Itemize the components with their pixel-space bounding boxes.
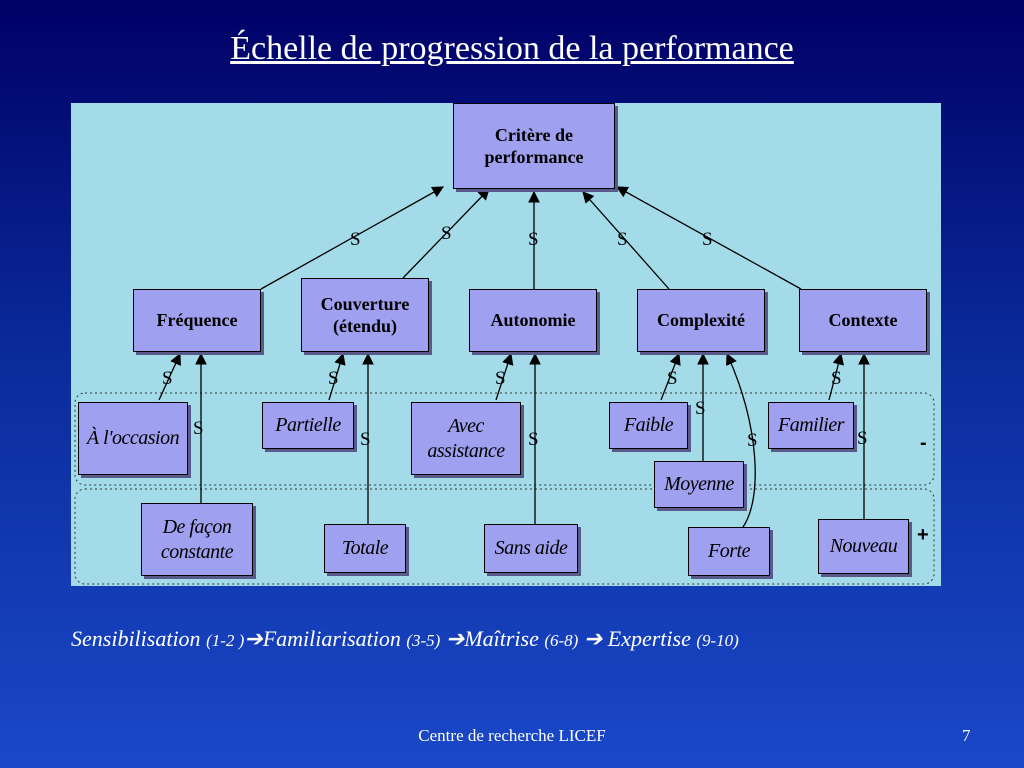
level-moyenne-label: Moyenne bbox=[664, 473, 734, 495]
link-label: S bbox=[495, 368, 506, 389]
link-label: S bbox=[193, 418, 204, 439]
page-number: 7 bbox=[962, 726, 971, 745]
link-label: S bbox=[162, 368, 173, 389]
level-sans-aide-label: Sans aide bbox=[494, 537, 568, 559]
link-label: S bbox=[695, 398, 706, 419]
level-familier-label: Familier bbox=[778, 414, 845, 436]
link-label: S bbox=[747, 430, 758, 451]
level-faible: Faible bbox=[609, 402, 688, 449]
level-partielle: Partielle bbox=[262, 402, 354, 449]
level-avec-assistance: Avec assistance bbox=[411, 402, 521, 475]
level-sans-aide: Sans aide bbox=[484, 524, 578, 573]
diagram-links bbox=[74, 186, 935, 585]
level-constante: De façon constante bbox=[141, 503, 253, 576]
level-totale-label: Totale bbox=[341, 537, 389, 559]
level-avec-assistance-label: Avec assistance bbox=[427, 414, 505, 462]
stage-range: (1-2 ) bbox=[206, 631, 245, 650]
level-occasion-label: À l'occasion bbox=[86, 427, 180, 449]
level-familier: Familier bbox=[768, 402, 854, 449]
link-label: S bbox=[350, 229, 361, 250]
stage-range: (6-8) bbox=[544, 631, 579, 650]
link-label: S bbox=[667, 368, 678, 389]
root-criterion-label: Critère de performance bbox=[484, 124, 584, 168]
criterion-complexite-label: Complexité bbox=[657, 310, 745, 331]
level-totale: Totale bbox=[324, 524, 406, 573]
level-faible-label: Faible bbox=[623, 414, 674, 436]
criterion-contexte-label: Contexte bbox=[828, 310, 898, 331]
link-label: S bbox=[528, 429, 539, 450]
performance-diagram: Critère de performance Fréquence Couvert… bbox=[71, 103, 941, 586]
level-partielle-label: Partielle bbox=[275, 414, 341, 436]
stage-expertise: Expertise bbox=[607, 626, 691, 651]
level-moyenne: Moyenne bbox=[654, 461, 744, 508]
level-forte-label: Forte bbox=[708, 540, 750, 562]
root-criterion-box: Critère de performance bbox=[453, 103, 615, 189]
slide-title: Échelle de progression de la performance bbox=[230, 30, 794, 67]
level-constante-label: De façon constante bbox=[160, 515, 234, 563]
footer-text: Centre de recherche LICEF bbox=[418, 726, 606, 745]
link-label: S bbox=[441, 223, 452, 244]
level-occasion: À l'occasion bbox=[78, 402, 188, 475]
criterion-autonomie: Autonomie bbox=[469, 289, 597, 352]
criterion-couverture-label: Couverture (étendu) bbox=[320, 293, 410, 337]
level-nouveau-label: Nouveau bbox=[829, 535, 898, 557]
level-forte: Forte bbox=[688, 527, 770, 576]
criterion-complexite: Complexité bbox=[637, 289, 765, 352]
plus-sign: + bbox=[917, 524, 929, 546]
stage-familiarisation: Familiarisation bbox=[262, 626, 401, 651]
link-label: S bbox=[831, 368, 842, 389]
link-label: S bbox=[328, 368, 339, 389]
stage-range: (3-5) bbox=[406, 631, 441, 650]
criterion-frequence-label: Fréquence bbox=[156, 310, 238, 331]
level-nouveau: Nouveau bbox=[818, 519, 909, 574]
arrow-icon: ➔ bbox=[244, 626, 263, 651]
progression-scale: Sensibilisation (1-2 )➔Familiarisation (… bbox=[71, 626, 971, 652]
criterion-frequence: Fréquence bbox=[133, 289, 261, 352]
criterion-couverture: Couverture (étendu) bbox=[301, 278, 429, 352]
minus-sign: - bbox=[920, 432, 927, 454]
criterion-contexte: Contexte bbox=[799, 289, 927, 352]
link-label: S bbox=[617, 229, 628, 250]
criterion-autonomie-label: Autonomie bbox=[490, 310, 576, 331]
stage-sensibilisation: Sensibilisation bbox=[71, 626, 201, 651]
link-label: S bbox=[360, 429, 371, 450]
link-label: S bbox=[528, 229, 539, 250]
arrow-icon: ➔ bbox=[445, 626, 465, 651]
arrow-icon: ➔ bbox=[583, 626, 603, 651]
link-label: S bbox=[702, 229, 713, 250]
link-label: S bbox=[857, 428, 868, 449]
stage-range: (9-10) bbox=[696, 631, 739, 650]
stage-maitrise: Maîtrise bbox=[464, 626, 539, 651]
